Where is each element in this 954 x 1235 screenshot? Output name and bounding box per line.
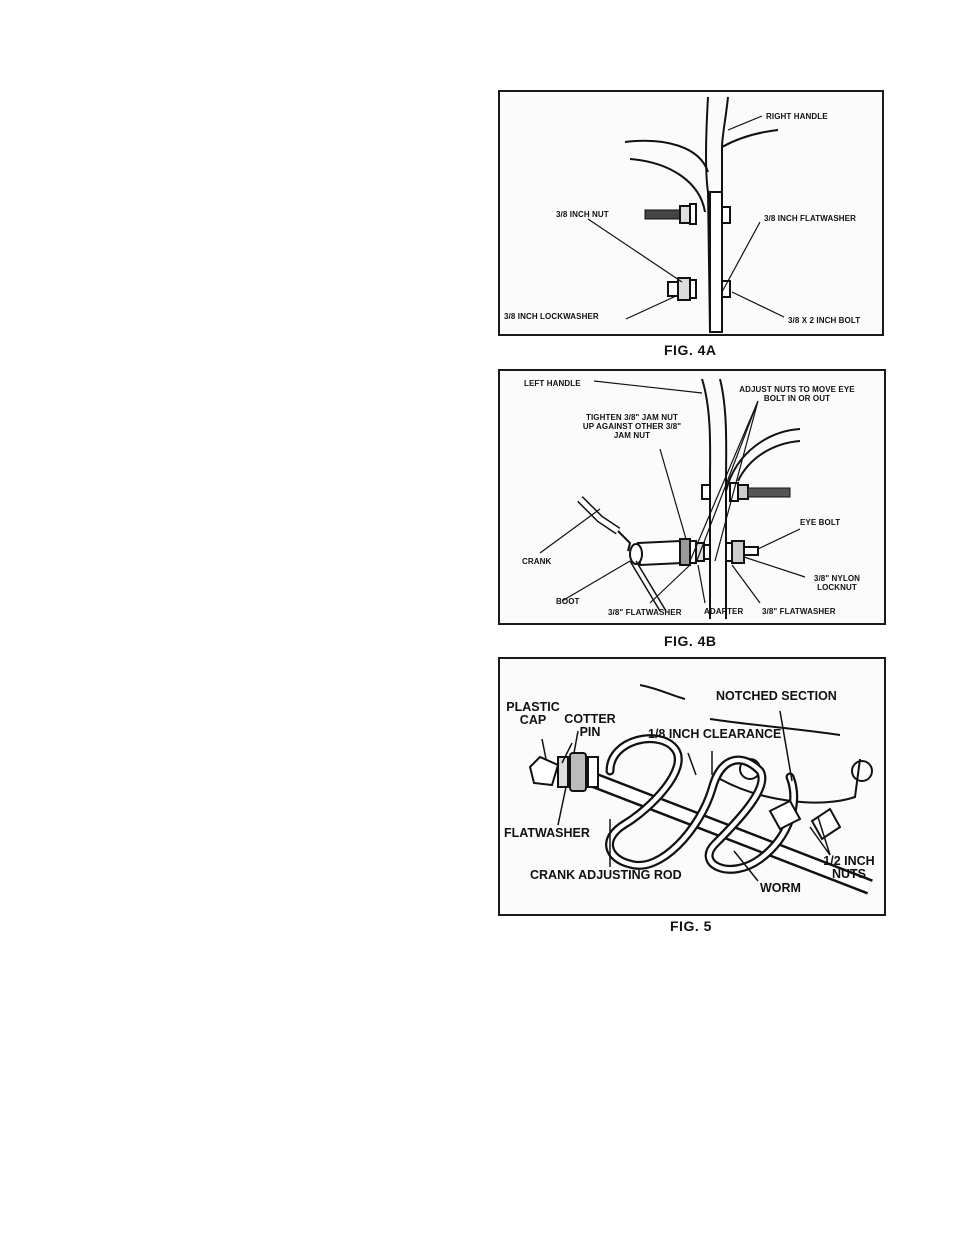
label-plastic-cap: PLASTIC CAP [506,700,560,727]
label-bolt: 3/8 X 2 INCH BOLT [788,316,861,325]
caption-fig-4b: FIG. 4B [664,633,717,649]
label-boot: BOOT [556,597,580,606]
figure-5: PLASTIC CAP COTTER PIN NOTCHED SECTION 1… [498,657,886,916]
label-half-inch-nuts: 1/2 INCH NUTS [823,854,875,881]
label-cotter-pin: COTTER PIN [564,712,616,739]
fig4b-illustration [539,378,806,619]
fig4a-illustration [587,96,785,333]
caption-fig-4a: FIG. 4A [664,342,717,358]
label-flatwasher-right: 3/8" FLATWASHER [762,607,836,616]
label-lockwasher: 3/8 INCH LOCKWASHER [504,312,599,321]
label-nylon-locknut: 3/8" NYLON LOCKNUT [813,574,861,592]
label-flatwasher: 3/8 INCH FLATWASHER [764,214,856,223]
figure-4b: LEFT HANDLE ADJUST NUTS TO MOVE EYE BOLT… [498,369,886,625]
label-crank-adjusting-rod: CRANK ADJUSTING ROD [530,868,682,882]
label-notched-section: NOTCHED SECTION [716,689,837,703]
label-clearance: 1/8 INCH CLEARANCE [648,727,782,741]
label-left-handle: LEFT HANDLE [524,379,581,388]
label-eye-bolt: EYE BOLT [800,518,841,527]
label-flatwasher-left: 3/8" FLATWASHER [608,608,682,617]
label-flatwasher: FLATWASHER [504,826,590,840]
fig5-illustration [528,684,873,895]
label-adjust-nuts: ADJUST NUTS TO MOVE EYE BOLT IN OR OUT [739,385,855,403]
label-crank: CRANK [522,557,552,566]
label-worm: WORM [760,881,801,895]
label-right-handle: RIGHT HANDLE [766,112,828,121]
label-adapter: ADAPTER [704,607,744,616]
figure-4a: RIGHT HANDLE 3/8 INCH NUT 3/8 INCH FLATW… [498,90,884,336]
caption-fig-5: FIG. 5 [670,918,712,934]
label-tighten-jam-nut: TIGHTEN 3/8" JAM NUT UP AGAINST OTHER 3/… [582,413,682,440]
label-nut: 3/8 INCH NUT [556,210,609,219]
